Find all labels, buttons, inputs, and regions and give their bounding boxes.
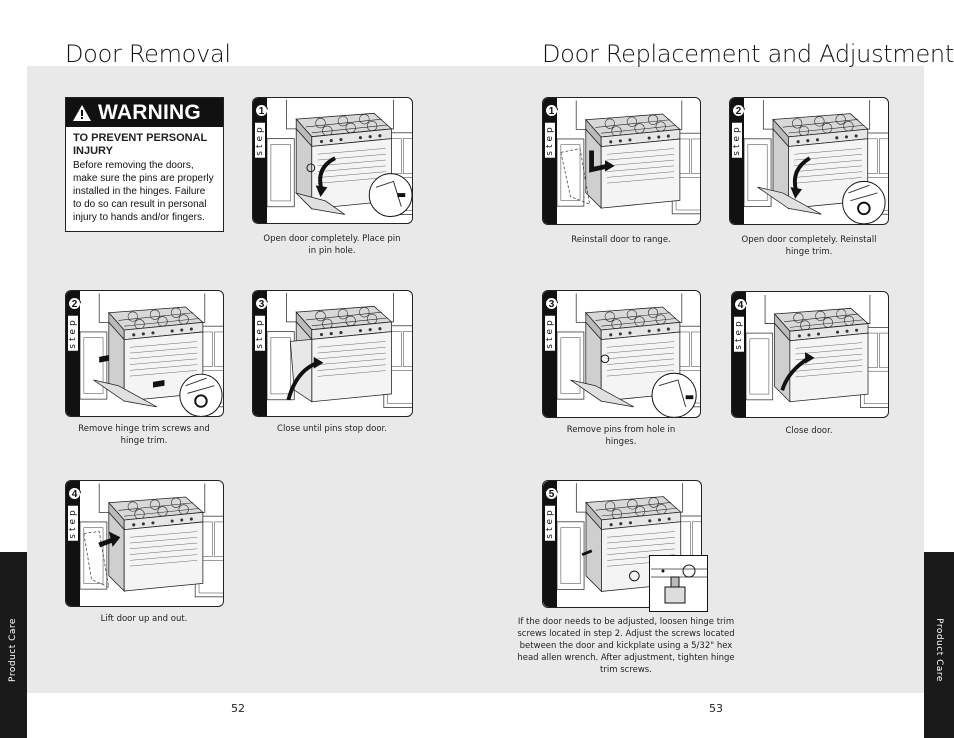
range-hinge-screw-icon [80, 293, 223, 416]
step-label: step [734, 316, 744, 352]
warning-subtitle: TO PREVENT PERSONAL INJURY [73, 132, 208, 157]
left-step-2-illustration: 2 step [65, 290, 224, 417]
right-step-2-caption: Open door completely. Reinstall hinge tr… [741, 235, 877, 257]
left-step-1-caption: Open door completely. Place pin in pin h… [263, 234, 401, 256]
side-tab-left-label: Product Care [8, 618, 18, 682]
range-adjust-door-icon [557, 482, 701, 600]
range-reinstall-hinge-trim-icon [744, 99, 888, 224]
step-label: step [68, 505, 78, 541]
range-reinstall-door-icon [557, 100, 700, 217]
left-step-1-illustration: 1 step [252, 97, 413, 224]
right-step-1-illustration: 1 step [542, 97, 701, 225]
step-label: step [732, 122, 742, 158]
left-step-3-illustration: 3 step [252, 290, 413, 417]
page-title-door-replacement: Door Replacement and Adjustment [542, 40, 954, 68]
right-step-2-illustration: 2 step [729, 97, 889, 225]
step-label: step [255, 122, 265, 158]
right-step-4-illustration: 4 step [731, 291, 889, 418]
range-lift-door-icon [80, 483, 223, 600]
page-title-door-removal: Door Removal [65, 40, 231, 68]
hex-wrench-detail-icon [649, 555, 708, 612]
right-step-5-caption: If the door needs to be adjusted, loosen… [517, 617, 735, 675]
warning-box: WARNING TO PREVENT PERSONAL INJURY Befor… [65, 97, 224, 232]
step-label: step [545, 122, 555, 158]
range-open-door-icon [267, 99, 412, 217]
left-step-2-caption: Remove hinge trim screws and hinge trim. [78, 424, 210, 446]
right-step-3-caption: Remove pins from hole in hinges. [566, 425, 676, 447]
side-tab-left [0, 552, 27, 738]
right-step-1-caption: Reinstall door to range. [571, 235, 671, 245]
range-remove-pins-icon [557, 293, 700, 417]
warning-title: WARNING [98, 100, 201, 124]
left-step-3-caption: Close until pins stop door. [277, 424, 387, 434]
side-tab-right-label: Product Care [934, 618, 944, 682]
page-number-right: 53 [709, 702, 723, 715]
step-label: step [68, 315, 78, 351]
step-label: step [255, 315, 265, 351]
right-step-5-illustration: 5 step [542, 480, 708, 612]
step-label: step [545, 505, 555, 541]
left-step-4-caption: Lift door up and out. [100, 614, 188, 624]
step-number-badge: 5 [545, 487, 558, 500]
warning-header: WARNING [66, 98, 223, 127]
step-label: step [545, 315, 555, 351]
right-step-3-illustration: 3 step [542, 290, 701, 418]
side-tab-right [924, 552, 954, 738]
range-close-door-icon [267, 292, 412, 410]
step-number-badge: 4 [734, 298, 747, 311]
range-closed-door-icon [746, 294, 888, 410]
step-5-frame: 5 step [543, 481, 701, 607]
left-step-4-illustration: 4 step [65, 480, 224, 607]
right-step-4-caption: Close door. [785, 426, 833, 436]
page-number-left: 52 [231, 702, 245, 715]
warning-triangle-icon [73, 104, 91, 121]
warning-body: Before removing the doors, make sure the… [73, 160, 214, 223]
